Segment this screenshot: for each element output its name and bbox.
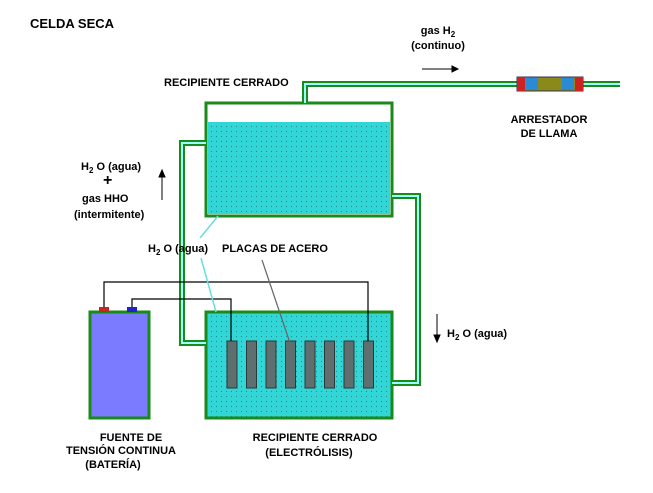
- battery-terminal-negative: [127, 307, 137, 312]
- battery-body: [88, 310, 151, 420]
- electrode-plate: [363, 340, 374, 389]
- arrow-down-right: [433, 314, 441, 344]
- wire-negative: [131, 298, 232, 341]
- right-h2o-suffix: O (agua): [462, 328, 508, 340]
- gas-h2-sub: 2: [450, 30, 456, 40]
- bottom-container-line2: (ELECTRÓLISIS): [265, 447, 353, 459]
- electrode-plate: [285, 340, 296, 389]
- gas-h2-label: gas H2: [404, 25, 472, 40]
- arrows: [158, 65, 460, 344]
- gas-h2-note: (continuo): [411, 40, 465, 52]
- arrow-right-gas: [422, 65, 460, 73]
- middle-h2o-suffix: O (agua): [163, 243, 209, 255]
- right-h2o-prefix: H: [447, 328, 455, 340]
- arrestor-cap-right: [575, 77, 583, 91]
- left-note-mode: (intermitente): [74, 209, 145, 221]
- pointer-middle-water: [200, 257, 217, 313]
- left-water-pipe: [179, 140, 206, 346]
- gas-outlet-pipe: [302, 81, 620, 103]
- electrode-plate: [226, 340, 238, 389]
- electrode-plate: [343, 340, 355, 389]
- top-vessel-water: [208, 122, 390, 214]
- battery-label-line1: FUENTE DE: [99, 432, 163, 444]
- electrode-plate: [246, 340, 257, 389]
- top-container-label: RECIPIENTE CERRADO: [164, 77, 289, 89]
- top-vessel: [204, 101, 394, 218]
- electrode-plate: [324, 340, 335, 389]
- arrestor-window-right: [562, 78, 574, 90]
- arrow-up-left: [158, 168, 166, 200]
- bottom-container-line1: RECIPIENTE CERRADO: [252, 432, 378, 444]
- gas-h2-prefix: gas H: [420, 25, 451, 37]
- electrode-plate: [304, 340, 316, 389]
- arrestor-label-line1: ARRESTADOR: [510, 114, 588, 126]
- plates-label: PLACAS DE ACERO: [222, 243, 328, 255]
- middle-h2o-label: H2 O (agua): [148, 243, 209, 258]
- diagram-title: CELDA SECA: [30, 16, 115, 31]
- flame-arrestor: [516, 76, 584, 92]
- battery-label-line2: TENSIÓN CONTINUA: [66, 445, 176, 457]
- left-note-plus: +: [103, 172, 113, 189]
- pointer-lines: [199, 215, 291, 344]
- left-note-h2o-suffix: O (agua): [96, 161, 142, 173]
- wire-positive: [103, 281, 369, 341]
- left-note-gas: gas HHO: [82, 193, 129, 205]
- right-h2o-sub: 2: [454, 333, 460, 343]
- middle-h2o-sub: 2: [155, 248, 161, 258]
- left-note-h2o: H2 O (agua): [81, 161, 142, 176]
- middle-h2o-prefix: H: [148, 243, 156, 255]
- wires: [103, 281, 369, 341]
- battery-label-line3: (BATERÍA): [85, 459, 141, 471]
- electrode-plate: [265, 340, 277, 389]
- battery-terminal-positive: [99, 307, 109, 312]
- left-note-h2o-sub: 2: [88, 166, 94, 176]
- pipes: [179, 81, 620, 386]
- right-water-pipe: [392, 193, 421, 386]
- battery: [88, 307, 151, 420]
- arrestor-window-left: [526, 78, 538, 90]
- electrode-plates: [226, 340, 374, 389]
- arrestor-cap-left: [517, 77, 525, 91]
- arrestor-label-line2: DE LLAMA: [520, 128, 578, 140]
- pointer-top-water: [199, 215, 219, 239]
- left-note-h2o-prefix: H: [81, 161, 89, 173]
- pointer-plates: [261, 259, 291, 344]
- right-h2o-label: H2 O (agua): [447, 328, 508, 343]
